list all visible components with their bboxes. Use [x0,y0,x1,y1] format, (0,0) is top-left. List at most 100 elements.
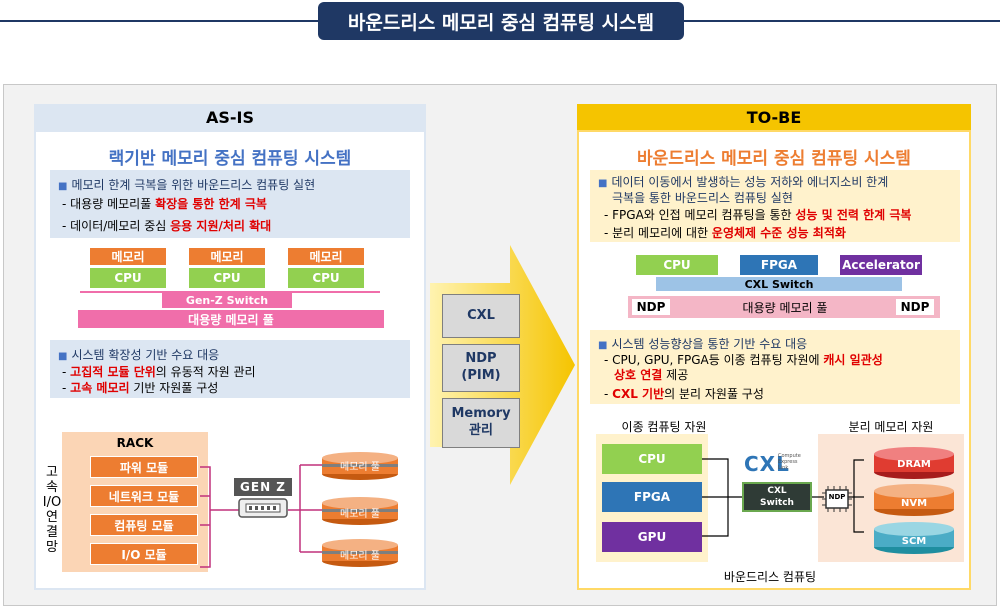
memory-pool-stack-2 [322,497,398,525]
page-title: 바운드리스 메모리 중심 컴퓨팅 시스템 [318,2,684,40]
scm-disk-icon [874,522,954,554]
ndp-chip-label: NDP [828,493,846,501]
text: - CPU, GPU, FPGA등 이종 컴퓨팅 자원에 [604,353,824,367]
rack-title: RACK [116,436,154,450]
memory-pool-label-1: 메모리 풀 [340,462,380,473]
tobe-pool-label: 대용량 메모리 풀 [742,300,828,315]
asis-box2-bullet-row: ■시스템 확장성 기반 수요 대응 [58,346,219,363]
nvm-disk-icon [874,484,954,516]
highlight-text: 고집적 모듈 단위 [70,365,156,379]
middle-item-memory-mgmt: Memory 관리 [442,398,520,448]
asis-box1-line1: - 대용량 메모리풀 확장을 통한 한계 극복 [62,195,267,212]
text: 제공 [662,368,689,382]
tobe-box1-line1: - FPGA와 인접 메모리 컴퓨팅을 통한 성능 및 전력 한계 극복 [604,206,911,223]
asis-box2-line1: - 고집적 모듈 단위의 유동적 자원 관리 [62,363,256,380]
text: 의 유동적 자원 관리 [155,365,256,379]
ndp-chip-icon [822,486,852,512]
asis-box2: ■시스템 확장성 기반 수요 대응 - 고집적 모듈 단위의 유동적 자원 관리… [50,340,410,398]
text: - [604,387,613,401]
highlight-text: 고속 메모리 [70,381,130,395]
asis-memory-2: 메모리 [189,248,265,265]
tobe-box2-bullet-row: ■시스템 성능향상을 통한 기반 수요 대응 [598,335,807,352]
tobe-box2: ■시스템 성능향상을 통한 기반 수요 대응 - CPU, GPU, FPGA등… [590,330,960,404]
rack-connection-lines [200,464,324,568]
logo-word: Compute [778,453,801,459]
chip-label: Switch [760,498,794,508]
highlight-text: 캐시 일관성 [823,353,883,367]
asis-box2-line2: - 고속 메모리 기반 자원풀 구성 [62,379,218,396]
memory-connection-lines [850,459,864,533]
dram-label: DRAM [897,459,931,470]
rack-module-power: 파워 모듈 [90,456,198,478]
bullet-icon: ■ [598,340,608,351]
highlight-text: 확장을 통한 한계 극복 [155,197,267,211]
logo-word: Express [778,459,798,465]
asis-box1-bullet-row: ■메모리 한계 극복을 위한 바운드리스 컴퓨팅 실현 [58,176,315,193]
text: - [62,365,71,379]
title-line-left [0,20,318,22]
tobe-ndp-right: NDP [896,299,934,315]
title-line-right [684,20,1000,22]
text: - 데이터/메모리 중심 [62,219,171,233]
nvm-label: NVM [900,498,928,509]
label-char: 연 [46,509,58,525]
chip-label: CXL [767,486,787,496]
text: - [62,381,71,395]
mem-resource-label: 분리 메모리 자원 [848,420,934,434]
asis-pool: 대용량 메모리 풀 [78,310,384,328]
tobe-box2-line3: - CXL 기반의 분리 자원풀 구성 [604,385,764,402]
tobe-ndp-left: NDP [632,299,670,315]
asis-memory-1: 메모리 [90,248,166,265]
asis-cpu-1: CPU [90,268,166,288]
tobe-accelerator: Accelerator [840,255,922,275]
io-network-label: 고 속 I/O 연 결 망 [42,465,62,556]
tobe-title: 바운드리스 메모리 중심 컴퓨팅 시스템 [637,149,911,169]
asis-cpu-3: CPU [288,268,364,288]
tobe-header: TO-BE [577,104,971,130]
highlight-text: 운영체제 수준 성능 최적화 [711,226,846,240]
text: 시스템 성능향상을 통한 기반 수요 대응 [611,337,808,351]
text: 의 분리 자원풀 구성 [664,387,764,401]
cxl-logo: CXL [744,452,790,476]
memory-pool-stack-3 [322,539,398,567]
tobe-box2-line2: 상호 연결 제공 [614,366,688,383]
tobe-pool-bar [628,296,940,318]
tobe-box2-line1: - CPU, GPU, FPGA등 이종 컴퓨팅 자원에 캐시 일관성 [604,351,883,368]
cxl-logo-sub: Compute Express Link [778,453,801,471]
scm-label: SCM [901,536,927,547]
asis-memory-3: 메모리 [288,248,364,265]
label-char: 결 [46,524,58,540]
bullet-icon: ■ [598,178,608,189]
highlight-text: 응용 지원/처리 확대 [170,219,272,233]
rack-module-network: 네트워크 모듈 [90,485,198,507]
cxl-switch-chip: CXL Switch [742,482,812,512]
asis-box1-bullet: 메모리 한계 극복을 위한 바운드리스 컴퓨팅 실현 [71,178,316,192]
hetero-label: 이종 컴퓨팅 자원 [621,420,707,434]
bullet-icon: ■ [58,351,68,362]
asis-header: AS-IS [34,104,426,130]
genz-connector-icon [238,498,288,518]
highlight-text: 성능 및 전력 한계 극복 [795,208,912,222]
label-char: 망 [46,539,58,555]
tobe-box1-line2: - 분리 메모리에 대한 운영체제 수준 성능 최적화 [604,224,846,241]
asis-box1-line2: - 데이터/메모리 중심 응용 지원/처리 확대 [62,217,271,234]
label-char: I/O [42,494,62,510]
middle-item-cxl: CXL [442,294,520,338]
highlight-text: 상호 연결 [614,368,663,382]
label-char: 고 [46,465,58,480]
tobe-cpu: CPU [636,255,718,275]
unit-gpu: GPU [602,522,702,552]
asis-box2-bullet: 시스템 확장성 기반 수요 대응 [71,348,220,362]
asis-cpu-2: CPU [189,268,265,288]
logo-word: Link [778,465,789,471]
text: - 대용량 메모리풀 [62,197,156,211]
memory-pool-label-2: 메모리 풀 [340,509,380,520]
memory-pool-label-3: 메모리 풀 [340,551,380,562]
tobe-cxl-switch: CXL Switch [656,277,902,291]
bullet-icon: ■ [58,181,68,192]
rack-module-compute: 컴퓨팅 모듈 [90,514,198,536]
highlight-text: CXL 기반 [612,387,665,401]
asis-switch: Gen-Z Switch [162,292,292,308]
